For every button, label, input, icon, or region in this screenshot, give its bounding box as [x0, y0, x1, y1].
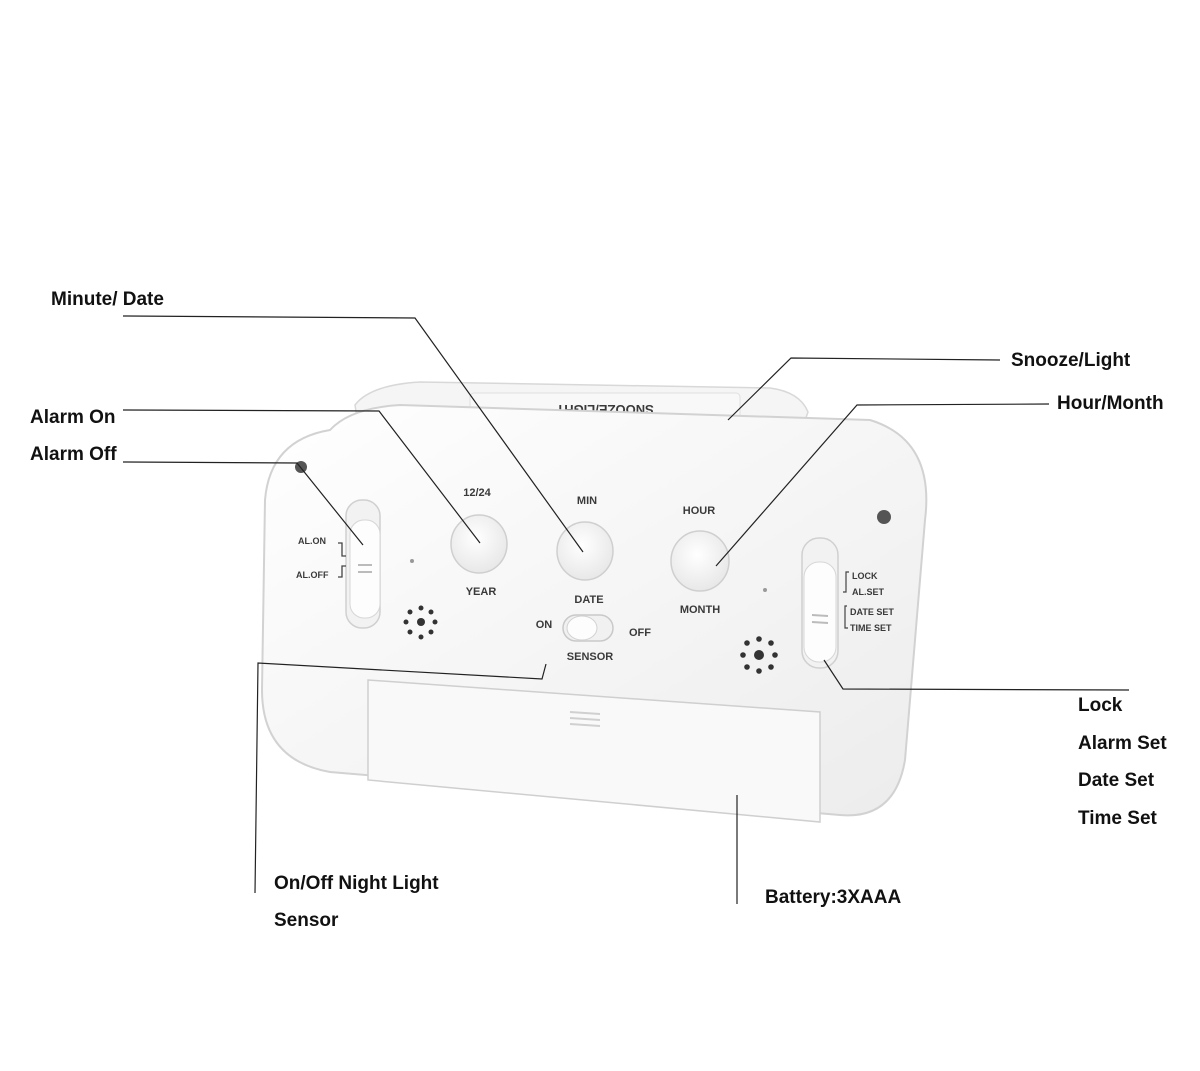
battery-cover[interactable] — [367, 679, 821, 823]
pinhole-icon — [410, 559, 414, 563]
sensor-label: SENSOR — [567, 651, 614, 663]
leader-minute-date — [122, 315, 584, 553]
leader-snooze-light — [727, 357, 1001, 421]
callout-sensor: Sensor — [274, 910, 339, 931]
speaker-grille-right-icon — [740, 636, 778, 674]
switch-lock-label: LOCK — [852, 571, 878, 581]
pinhole-icon — [763, 588, 767, 592]
btn-year-label: YEAR — [466, 586, 497, 598]
switch-date-set-label: DATE SET — [850, 607, 894, 617]
hang-hole-right-icon — [877, 510, 891, 524]
switch-time-set-label: TIME SET — [850, 623, 892, 633]
leader-mode-switch — [823, 659, 1130, 691]
alarm-on-off-switch[interactable] — [345, 499, 381, 629]
switch-al-set-label: AL.SET — [852, 587, 885, 597]
callout-lock: Lock — [1078, 695, 1123, 716]
sensor-on-label: ON — [536, 619, 553, 631]
leader-alarm-off — [122, 461, 364, 546]
sensor-off-label: OFF — [629, 627, 651, 639]
switch-al-off-label: AL.OFF — [296, 570, 329, 580]
btn-min-label: MIN — [577, 495, 597, 507]
callout-hour-month: Hour/Month — [1057, 393, 1164, 414]
btn-hour-label: HOUR — [683, 505, 715, 517]
callout-date-set: Date Set — [1078, 770, 1155, 791]
callout-time-set: Time Set — [1078, 808, 1157, 829]
button-hour-month[interactable] — [670, 530, 730, 592]
callout-alarm-on: Alarm On — [30, 407, 116, 428]
night-light-sensor-toggle[interactable] — [562, 614, 614, 642]
callout-alarm-off: Alarm Off — [30, 444, 117, 465]
leader-sensor — [254, 662, 547, 894]
mode-switch[interactable] — [801, 537, 839, 669]
switch-al-on-label: AL.ON — [298, 536, 326, 546]
callout-battery: Battery:3XAAA — [765, 887, 902, 908]
button-min-date[interactable] — [556, 521, 614, 581]
button-1224-year[interactable] — [450, 514, 508, 574]
btn-date-label: DATE — [574, 594, 603, 606]
callout-night-light: On/Off Night Light — [274, 873, 439, 894]
btn-month-label: MONTH — [680, 604, 720, 616]
callout-alarm-set: Alarm Set — [1078, 733, 1167, 754]
btn-1224-label: 12/24 — [463, 487, 491, 499]
callout-snooze-light: Snooze/Light — [1011, 350, 1131, 371]
speaker-grille-left-icon — [403, 605, 438, 640]
leader-hour-month — [715, 403, 1050, 567]
leader-alarm-on — [122, 409, 481, 544]
leader-lines — [122, 315, 1130, 904]
callout-minute-date: Minute/ Date — [51, 289, 164, 310]
